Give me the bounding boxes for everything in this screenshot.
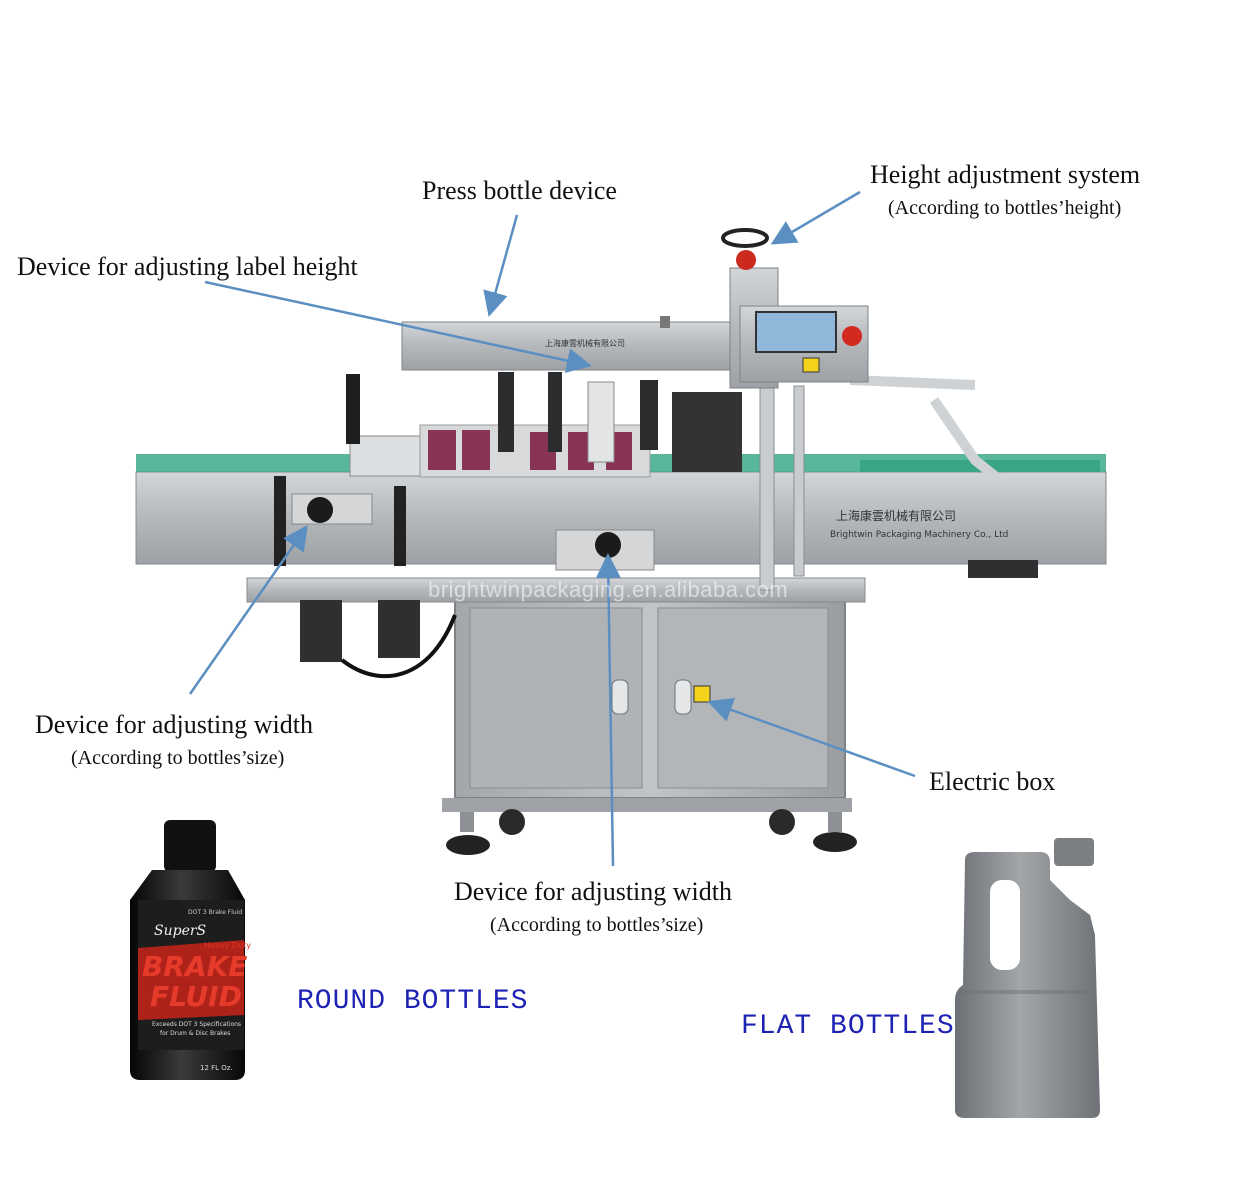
arrow-height-adjust [770, 190, 861, 245]
label-adjusting-width-left: Device for adjusting width [35, 710, 313, 739]
label-adjusting-label-height: Device for adjusting label height [17, 252, 358, 281]
bottle-heavy: Heavy Duty [204, 941, 251, 950]
flat-bottle-image [955, 838, 1100, 1118]
label-height-adjustment-system: Height adjustment system [870, 160, 1141, 189]
caption-flat-bottles: FLAT BOTTLES [741, 1011, 955, 1042]
arrow-width-bottom [595, 553, 621, 867]
label-height-adjustment-sub: (According to bottles’height) [888, 197, 1122, 219]
bottle-dot: DOT 3 Brake Fluid [188, 909, 242, 916]
bottle-spec1: Exceeds DOT 3 Specifications [152, 1021, 241, 1028]
label-adjusting-width-left-sub: (According to bottles’size) [71, 747, 285, 769]
bottle-spec2: for Drum & Disc Brakes [160, 1030, 230, 1037]
machine-brand-en: Brightwin Packaging Machinery Co., Ltd [830, 530, 1008, 540]
electric-box-cabinet [442, 597, 857, 855]
bottle-fluid: FLUID [150, 980, 242, 1013]
label-adjusting-width-bottom-sub: (According to bottles’size) [490, 914, 704, 936]
arrow-press-bottle [483, 214, 519, 317]
machine-brand-cn: 上海康雲机械有限公司 [836, 508, 956, 523]
bottle-brake: BRAKE [142, 950, 247, 983]
bottle-volume: 12 FL Oz. [200, 1064, 233, 1072]
watermark: brightwinpackaging.en.alibaba.com [428, 577, 789, 602]
drive-motors [300, 600, 457, 679]
arrow-width-left [188, 524, 308, 695]
label-press-bottle-device: Press bottle device [422, 176, 617, 205]
bottle-brand: SuperS [154, 923, 206, 939]
label-adjusting-width-bottom: Device for adjusting width [454, 877, 732, 906]
caption-round-bottles: ROUND BOTTLES [297, 986, 529, 1017]
label-electric-box: Electric box [929, 767, 1056, 796]
arrow-label-height [204, 280, 592, 373]
arrow-electric-box [707, 698, 916, 778]
round-bottle-image: SuperS DOT 3 Brake Fluid Heavy Duty BRAK… [130, 820, 251, 1080]
machine-head-brand-cn: 上海康雲机械有限公司 [545, 338, 625, 348]
control-panel [739, 305, 869, 383]
callout-arrows [188, 190, 916, 867]
